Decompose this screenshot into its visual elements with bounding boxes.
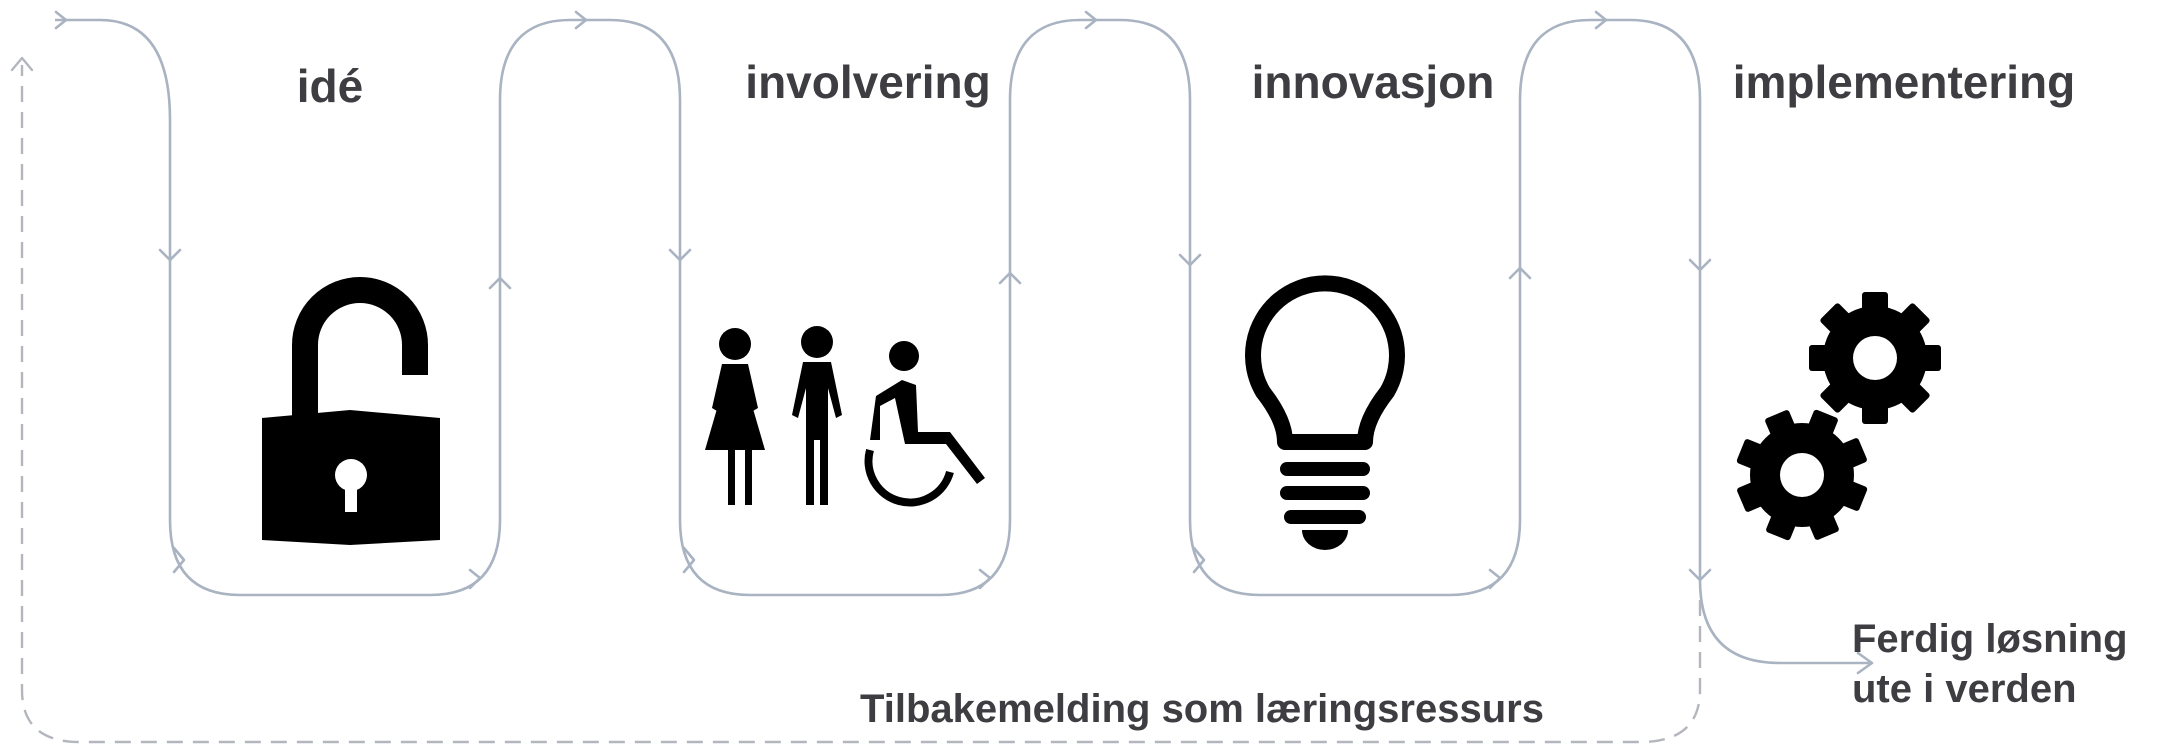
arrow-up-3 [1508, 266, 1532, 280]
arrow-bottom-right-1 [468, 568, 482, 590]
gears-icon [1736, 292, 1941, 541]
arrow-right-top-2 [574, 10, 588, 30]
arrow-down-5 [1688, 568, 1712, 582]
arrow-bottom-left-1 [172, 546, 186, 574]
open-padlock-icon [262, 277, 440, 545]
arrow-right-top-1 [54, 10, 68, 30]
stage-title-involvering: involvering [745, 56, 990, 108]
arrow-down-1 [158, 248, 182, 262]
arrow-bottom-right-2 [978, 568, 992, 590]
arrow-down-2 [668, 248, 692, 262]
arrow-up-1 [488, 276, 512, 290]
arrow-outcome [1856, 651, 1874, 675]
arrow-right-top-3 [1084, 10, 1098, 30]
stage-title-ide: idé [297, 60, 363, 112]
arrow-up-2 [998, 271, 1022, 285]
outcome-flow-line [1698, 579, 1870, 665]
people-accessibility-icon [705, 326, 985, 507]
arrow-bottom-left-2 [682, 546, 696, 574]
stage-title-implementering: implementering [1733, 56, 2076, 108]
outcome-line-2: ute i verden [1852, 667, 2077, 711]
arrow-down-3 [1178, 253, 1202, 267]
feedback-loop-line [20, 65, 1702, 744]
arrow-down-4 [1688, 258, 1712, 272]
arrow-right-top-4 [1594, 10, 1608, 30]
stage-title-innovasjon: innovasjon [1252, 56, 1495, 108]
feedback-label: Tilbakemelding som læringsressurs [860, 687, 1544, 731]
arrow-bottom-right-3 [1488, 568, 1502, 590]
arrow-bottom-left-3 [1192, 546, 1206, 574]
arrow-feedback-up [10, 56, 34, 72]
outcome-line-1: Ferdig løsning [1852, 617, 2128, 661]
lightbulb-icon [1245, 275, 1405, 550]
